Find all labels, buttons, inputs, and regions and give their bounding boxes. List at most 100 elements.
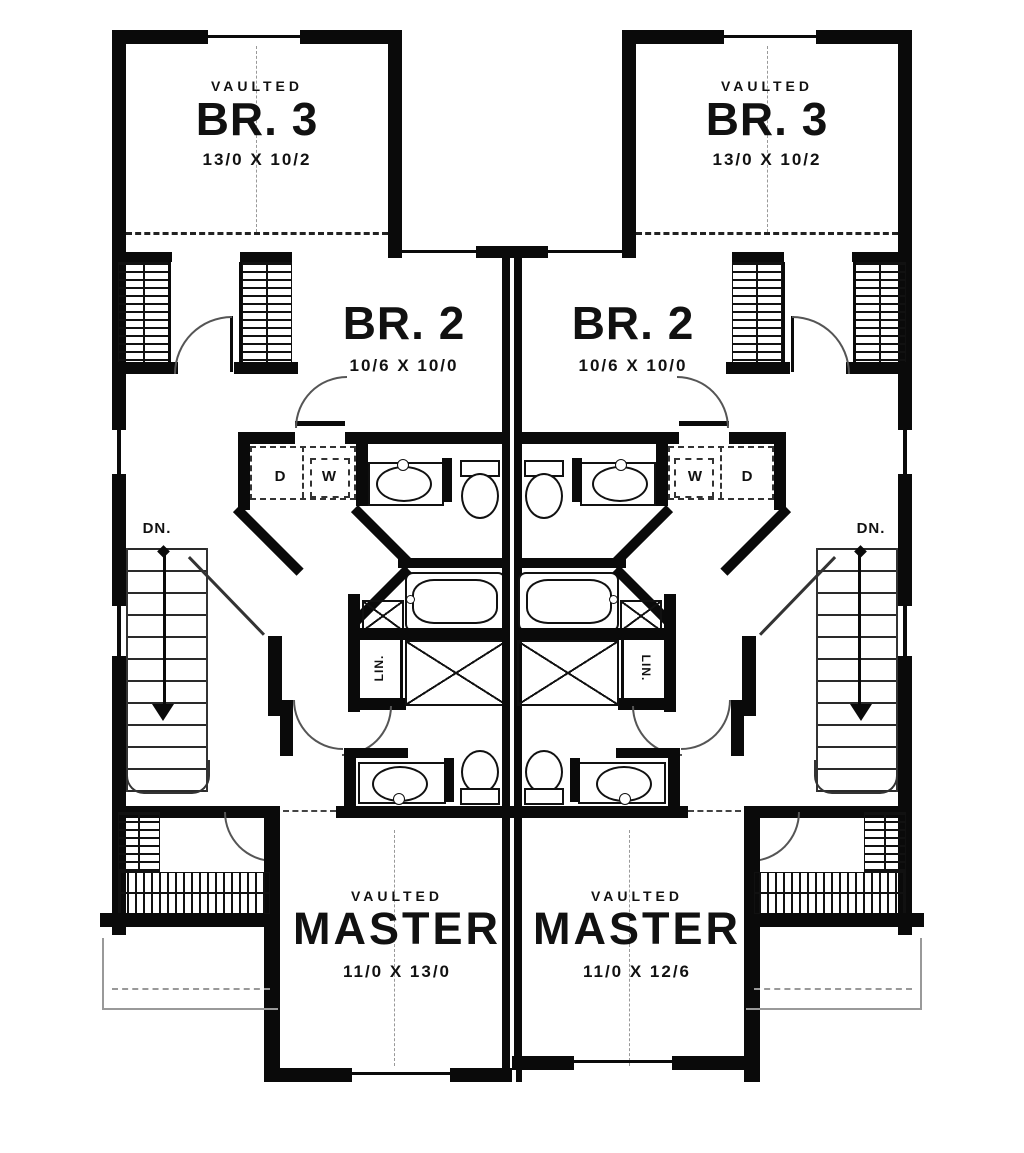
laundry-divider <box>720 446 722 498</box>
angled-wall <box>720 505 792 576</box>
stair-direction-line <box>858 552 861 708</box>
cased-opening <box>283 810 336 812</box>
chase-xbox-large <box>405 640 507 706</box>
tub-faucet-icon <box>609 595 618 604</box>
wall <box>388 30 402 258</box>
wall <box>356 444 368 506</box>
wall <box>400 640 403 698</box>
br3-room-label: BR. 3 <box>705 93 829 145</box>
br3-vaulted-note: VAULTED <box>720 78 814 94</box>
wall <box>112 30 126 246</box>
wall <box>774 444 786 510</box>
master-dims: 11/0 X 13/0 <box>342 962 452 981</box>
wall <box>570 758 580 802</box>
wall <box>402 250 476 253</box>
window <box>574 1060 672 1063</box>
wall <box>622 30 636 258</box>
closet-rod-hatch <box>754 872 906 914</box>
wall <box>398 558 505 568</box>
wall <box>348 628 505 640</box>
wall <box>450 1068 512 1082</box>
wall <box>853 262 856 362</box>
closet-rod-hatch <box>118 872 270 914</box>
unit-right <box>502 0 924 1153</box>
wall <box>622 30 724 44</box>
br2-room-label: BR. 2 <box>571 297 695 349</box>
wall <box>239 262 242 362</box>
sink-icon <box>376 466 432 502</box>
wall <box>300 30 402 44</box>
wall <box>548 250 622 253</box>
wall <box>726 362 790 374</box>
exterior-wall <box>112 474 126 606</box>
br3-dims: 13/0 X 10/2 <box>202 150 312 169</box>
door-arc <box>293 700 343 750</box>
master-room-label: MASTER <box>293 903 501 954</box>
dryer-label: D <box>274 468 286 485</box>
window <box>117 430 121 474</box>
washer-label: W <box>321 468 337 485</box>
wall <box>616 748 676 758</box>
wall <box>234 362 298 374</box>
cased-opening <box>688 810 741 812</box>
wall <box>519 628 676 640</box>
laundry-divider <box>302 446 304 498</box>
window <box>208 35 300 38</box>
wall <box>238 432 295 444</box>
stair-rail <box>126 760 210 794</box>
wall <box>348 594 360 712</box>
faucet-icon <box>619 793 631 805</box>
wall <box>519 558 626 568</box>
toilet-tank <box>460 788 500 805</box>
down-arrow-icon <box>850 704 872 721</box>
wall <box>572 458 582 502</box>
stairs <box>126 548 208 792</box>
wall <box>729 432 786 444</box>
stair-direction-line <box>163 552 166 708</box>
wall <box>344 748 356 812</box>
tub-faucet-icon <box>406 595 415 604</box>
toilet-tank <box>524 788 564 805</box>
wall <box>664 594 676 712</box>
roof-line <box>102 1008 278 1010</box>
linen-label: LIN. <box>639 654 653 682</box>
master-vaulted-note: VAULTED <box>590 888 684 904</box>
br3-vaulted-note: VAULTED <box>210 78 304 94</box>
br2-dims: 10/6 X 10/0 <box>349 356 459 375</box>
toilet-icon <box>525 473 563 519</box>
down-arrow-icon <box>152 704 174 721</box>
toilet-icon <box>461 750 499 794</box>
master-dims: 11/0 X 12/6 <box>582 962 692 981</box>
washer-box <box>310 458 350 498</box>
closet-rod-hatch <box>118 812 160 872</box>
vault-break-line <box>126 232 388 235</box>
stairs-down-label: DN. <box>142 520 172 537</box>
wall <box>760 913 924 927</box>
window <box>352 1072 450 1075</box>
washer-label: W <box>687 468 703 485</box>
ridge-centerline <box>256 46 257 232</box>
roof-line <box>920 938 922 1010</box>
wall <box>268 636 282 716</box>
door-arc <box>677 376 729 428</box>
chase-xbox-large <box>517 640 619 706</box>
wall <box>656 444 668 506</box>
bathtub-basin <box>412 579 498 624</box>
wall <box>336 806 512 818</box>
stairs-down-label: DN. <box>856 520 886 537</box>
wall <box>621 640 624 698</box>
closet-rod-hatch <box>732 262 782 364</box>
wall <box>898 30 912 246</box>
faucet-icon <box>397 459 409 471</box>
wall <box>345 432 505 444</box>
sink-icon <box>592 466 648 502</box>
wall <box>442 458 452 502</box>
closet-rod-hatch <box>242 262 292 364</box>
wall <box>782 262 785 362</box>
wall <box>744 806 760 1082</box>
window <box>903 430 907 474</box>
closet-rod-hatch <box>864 812 906 872</box>
exterior-wall <box>898 474 912 606</box>
wall <box>852 252 906 262</box>
wall <box>444 758 454 802</box>
